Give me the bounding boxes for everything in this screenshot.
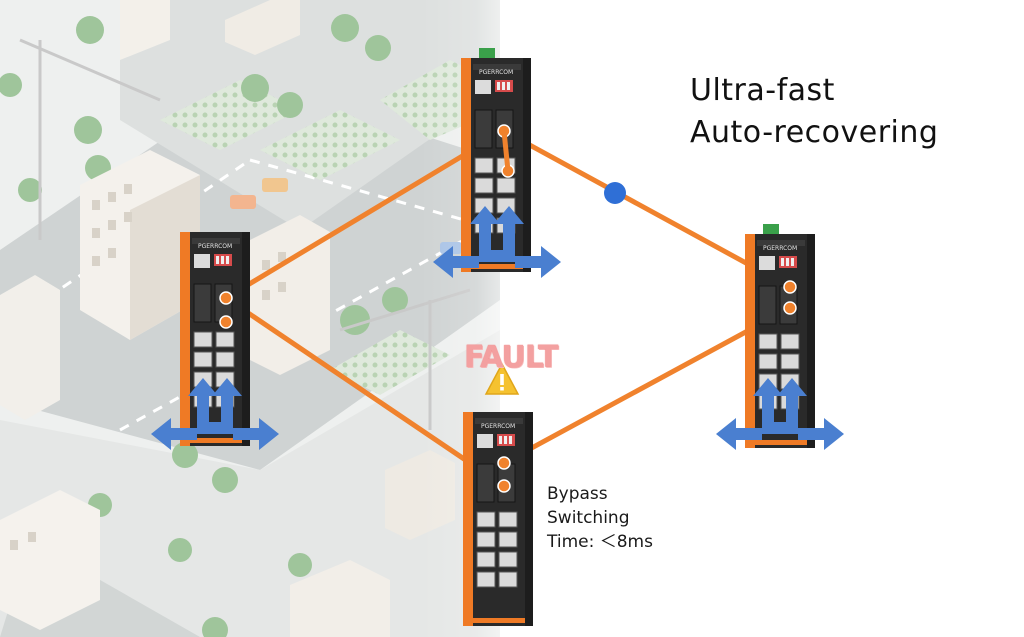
link-left-top — [223, 128, 507, 301]
fault-label: FAULT — [464, 340, 558, 375]
headline-line-1: Ultra-fast — [690, 73, 835, 108]
bypass-line-3: Time: ＜8ms — [547, 532, 653, 552]
link-right-bottom — [501, 305, 793, 466]
data-packet-node — [604, 182, 626, 204]
switch-left: PGERRCOM — [179, 231, 251, 447]
switch-brand: PGERRCOM — [763, 245, 797, 252]
switch-brand: PGERRCOM — [481, 423, 515, 430]
switch-brand: PGERRCOM — [479, 69, 513, 76]
switch-right: PGERRCOM — [744, 224, 816, 449]
switch-bottom: PGERRCOM — [462, 411, 534, 627]
headline-line-2: Auto-recovering — [690, 115, 939, 150]
bypass-line-2: Switching — [547, 508, 630, 528]
link-left-bottom — [223, 295, 507, 489]
ring-links — [223, 128, 793, 489]
switch-top: PGERRCOM — [460, 48, 532, 273]
warning-icon — [484, 362, 520, 395]
link-top-right — [501, 128, 793, 290]
bypass-line-1: Bypass — [547, 484, 608, 504]
headline: Ultra-fast Auto-recovering — [690, 70, 938, 154]
bypass-info: Bypass Switching Time: ＜8ms — [547, 482, 653, 554]
switch-brand: PGERRCOM — [198, 243, 232, 250]
